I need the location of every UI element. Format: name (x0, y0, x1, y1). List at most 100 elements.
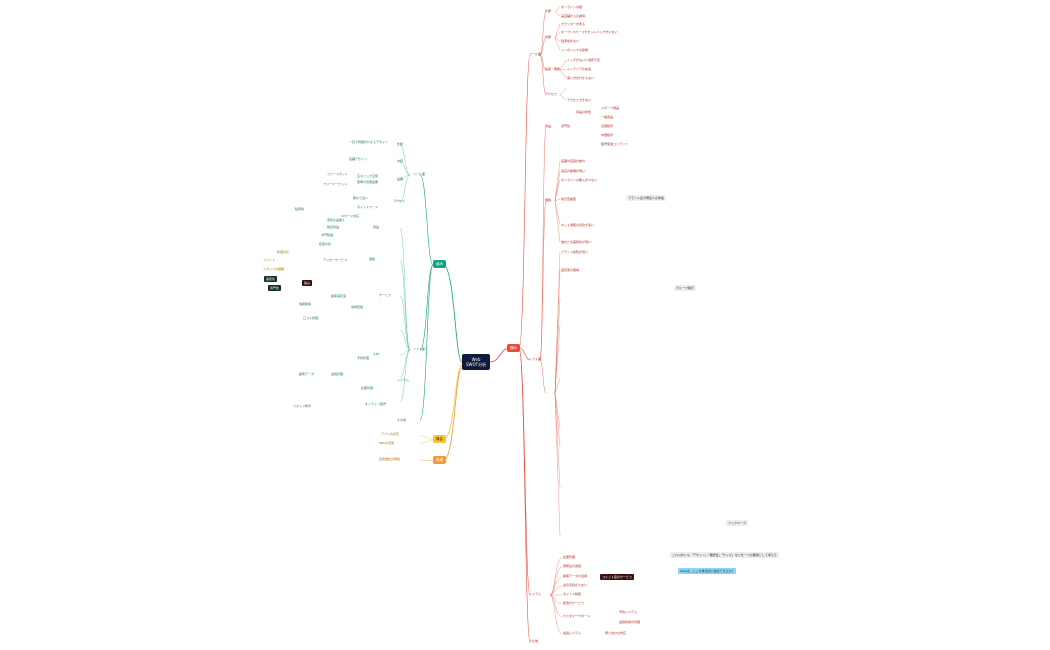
weakness-leaf[interactable]: カウンターがある (561, 22, 586, 26)
strength-system-leaf[interactable]: 会員管理 (331, 372, 344, 376)
strength-leaf[interactable]: フリーマーケット (323, 182, 348, 186)
weakness-leaf[interactable]: オンラインの壁 (561, 5, 583, 9)
weakness-system-leaf[interactable]: カスタマーサポート (563, 614, 590, 618)
note-blue[interactable]: Webは、ここを重点的に強化できるか？ (678, 568, 737, 574)
weakness-leaf[interactable]: 店舗や店員の魅力 (561, 159, 586, 163)
weakness-price[interactable]: 価格 (545, 198, 552, 202)
strength-other[interactable]: その他 (397, 418, 407, 422)
weakness-system-leaf[interactable]: 会員情報の管理 (619, 620, 641, 624)
strength-soft-group[interactable]: ソフト面 (413, 347, 426, 351)
weakness-leaf[interactable]: 一般用品 (601, 115, 614, 119)
strength-leaf[interactable]: ICカード対応 (341, 214, 359, 218)
strength-tool-group[interactable]: ツール面 (413, 172, 426, 176)
weakness-leaf[interactable]: オープンスペースやセットバックが少ない (561, 30, 618, 34)
strength-products[interactable]: 商品 (373, 225, 380, 229)
strength-access[interactable]: アクセス (393, 199, 405, 203)
strength-leaf[interactable]: 口コミ評価 (303, 316, 319, 320)
weakness-leaf[interactable]: シンボリックな建物 (561, 48, 589, 52)
weakness-leaf[interactable]: 中価格帯 (601, 133, 614, 137)
weakness-system-leaf[interactable]: 配送のサービス (563, 601, 585, 605)
opportunity-item[interactable]: SNSの活用 (379, 441, 395, 445)
weakness-tool-group[interactable]: ツール面 (529, 52, 542, 56)
note-grey[interactable]: ブックマーク (726, 520, 749, 526)
weakness-leaf[interactable]: インテリアの充実 (567, 67, 592, 71)
weakness-soft-group[interactable]: ソフト面 (529, 357, 542, 361)
strength-highlight[interactable]: 専門性 (268, 285, 282, 291)
note-grey[interactable]: ブランド名や著名人の参加 (626, 195, 667, 201)
strength-leaf[interactable]: ポイントカード (357, 205, 379, 209)
strength-system-leaf[interactable]: 予約管理 (357, 356, 370, 360)
weakness-system-leaf[interactable]: 問い合わせ対応 (605, 631, 627, 635)
strength-leaf[interactable]: 広々とした空間 (357, 174, 379, 178)
strength-highlight[interactable]: 差別化 (264, 276, 278, 282)
strength-system-group[interactable]: システム (397, 378, 409, 382)
strength-leaf[interactable]: アフターサービス (323, 258, 347, 262)
strength-people[interactable]: 人材 (373, 352, 380, 356)
weakness-leaf[interactable]: 実店舗からの誘導 (561, 14, 586, 18)
strength-leaf[interactable]: 照明や音響設備 (357, 180, 379, 184)
weakness-system-leaf[interactable]: 顧客データの活用 (563, 574, 588, 578)
strength-system-leaf[interactable]: 在庫管理 (361, 386, 374, 390)
strength-leaf[interactable]: スタッフの経験 (263, 267, 285, 271)
root-node[interactable]: Web SWOT分析 (462, 354, 491, 370)
strength-leaf[interactable]: 駐車場 (295, 207, 305, 211)
strength-price[interactable]: 価格 (369, 257, 376, 261)
weakness-leaf[interactable]: 商品の特性 (576, 110, 592, 114)
branch-threat[interactable]: 脅威 (433, 456, 446, 464)
strength-equipment[interactable]: 設備 (397, 177, 404, 181)
weakness-leaf[interactable]: ブランド認知が低い (561, 250, 589, 254)
weakness-system-leaf[interactable]: 受発注の遅延 (563, 564, 582, 568)
weakness-leaf[interactable]: オンラインの購入が少ない (561, 178, 598, 182)
strength-leaf[interactable]: 店舗デザイン (349, 157, 368, 161)
weakness-system-highlight[interactable]: コミット度のサービス (600, 574, 635, 580)
branch-weakness[interactable]: 弱み (507, 344, 520, 352)
weakness-leaf[interactable]: 他社との差別化が弱い (561, 240, 591, 244)
opportunity-item[interactable]: アプリの普及 (381, 432, 400, 436)
strength-leaf[interactable]: 信頼関係 (299, 302, 312, 306)
weakness-leaf[interactable]: ネット通販の競合が多い (561, 223, 595, 227)
weakness-access[interactable]: アクセス (545, 92, 557, 96)
threat-item[interactable]: 競合他社の増加 (379, 457, 401, 461)
weakness-leaf[interactable]: ニッチがないと場所不足 (567, 58, 601, 62)
note-grey[interactable]: グループ展示 (674, 285, 696, 291)
strength-system-leaf[interactable]: スタッフ教育 (293, 404, 312, 408)
weakness-leaf[interactable]: スポーツ用品 (601, 106, 619, 110)
strength-leaf[interactable]: 顧客満足度 (331, 294, 347, 298)
weakness-interior[interactable]: 内部 (545, 35, 552, 39)
branch-opportunity[interactable]: 機会 (433, 435, 446, 443)
strength-leaf[interactable]: 地域密着 (351, 305, 364, 309)
strength-leaf[interactable]: 駅から近い (353, 196, 369, 200)
weakness-system-leaf[interactable]: ポイント制度 (563, 592, 582, 596)
strength-leaf[interactable]: イベント (263, 258, 276, 262)
weakness-leaf[interactable]: 高価格帯 (601, 124, 614, 128)
weakness-leaf[interactable]: 固定客の獲得 (561, 268, 580, 272)
strength-leaf[interactable]: 接客の質 (319, 242, 332, 246)
strength-leaf[interactable]: 独自商品 (327, 225, 340, 229)
note-grey[interactable]: これ以外にも「デザイン」「機能性」「サイズ」などを一つの要素として考える (670, 552, 779, 558)
weakness-speed[interactable]: 速度・機能 (545, 67, 561, 71)
weakness-system-group[interactable]: システム (529, 592, 541, 596)
weakness-leaf[interactable]: アクセスできない (567, 98, 591, 102)
weakness-leaf[interactable]: 来店の動機が弱い (561, 169, 586, 173)
strength-leaf[interactable]: 修理対応 (277, 250, 290, 254)
weakness-leaf[interactable]: 販売促進コンテンツ (601, 142, 629, 146)
strength-leaf[interactable]: 豊富な品揃え (327, 218, 346, 222)
weakness-other[interactable]: その他 (529, 639, 539, 643)
weakness-leaf[interactable]: 駐車場がない (561, 39, 580, 43)
weakness-system-leaf[interactable]: 決済手段が少ない (563, 583, 588, 587)
weakness-leaf[interactable]: 使い方がわからない (567, 76, 595, 80)
strength-service[interactable]: サービス (379, 293, 392, 297)
branch-strength[interactable]: 強み (433, 260, 446, 268)
strength-leaf[interactable]: フリースポット (327, 172, 348, 176)
weakness-products[interactable]: 商品 (545, 124, 552, 128)
strength-system-leaf[interactable]: オンライン販売 (365, 402, 387, 406)
weakness-system-leaf[interactable]: 予約システム (619, 610, 637, 614)
strength-leaf[interactable]: 専門知識 (321, 233, 334, 237)
strength-highlight[interactable]: 強み (302, 280, 313, 286)
strength-system-leaf[interactable]: 顧客データ (299, 372, 315, 376)
weakness-system-leaf[interactable]: 在庫管理 (563, 555, 576, 559)
weakness-exterior[interactable]: 外部 (545, 9, 552, 13)
strength-leaf[interactable]: 一目で特徴がわかるデザイン (349, 140, 389, 144)
strength-interior[interactable]: 内装 (397, 159, 404, 163)
weakness-system-leaf[interactable]: 会員システム (563, 631, 581, 635)
